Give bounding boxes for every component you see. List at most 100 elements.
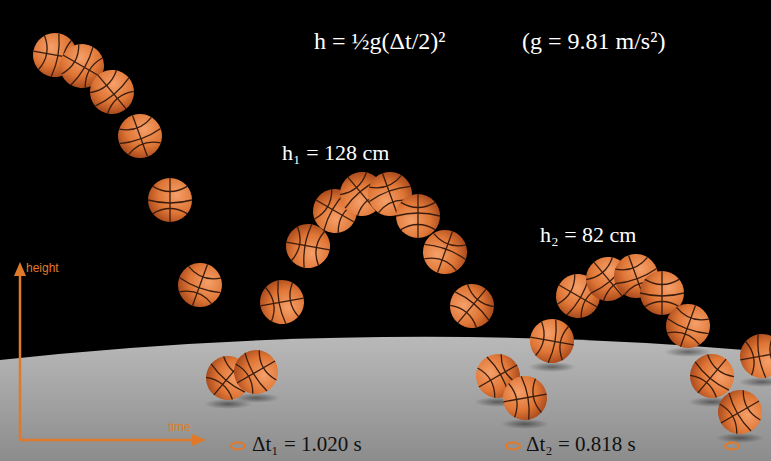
- ball-seam: [509, 383, 520, 418]
- basketball: [172, 257, 228, 313]
- ball-seam: [90, 71, 120, 97]
- ball-body: [396, 194, 440, 238]
- axis-label: height: [26, 262, 59, 276]
- ball-seam: [667, 328, 701, 345]
- ball-body: [660, 298, 716, 354]
- ball-seam: [382, 173, 397, 214]
- ball-seam: [640, 293, 684, 296]
- ball-seam: [586, 258, 616, 284]
- ball-seam: [119, 128, 161, 146]
- ball-body: [172, 257, 228, 313]
- ball-seam: [558, 274, 580, 306]
- interval-label: Δt₂ = 0.818 s: [526, 432, 636, 456]
- ball-seam: [369, 175, 403, 192]
- ball-seam: [530, 337, 573, 345]
- ball-seam: [690, 371, 720, 397]
- ball-seam: [63, 55, 101, 77]
- basketball: [737, 331, 771, 382]
- ball-body: [112, 108, 168, 164]
- ball-seam: [266, 287, 277, 322]
- ball-seam: [478, 365, 500, 397]
- ball-body: [527, 316, 578, 367]
- basketball: [396, 194, 440, 238]
- ball-body: [81, 61, 143, 123]
- ball-seam: [464, 285, 494, 311]
- ball-seam: [536, 322, 547, 357]
- ball-seam: [187, 266, 221, 283]
- arrow-head: [192, 434, 206, 446]
- basketball: [81, 61, 143, 123]
- ball-seam: [721, 401, 759, 423]
- basketball: [660, 298, 716, 354]
- ball-seam: [206, 373, 236, 399]
- height-label: h₁ = 128 cm: [282, 140, 389, 165]
- ball-seam: [739, 390, 761, 422]
- bounce-marker: [231, 443, 245, 450]
- ball-seam: [424, 242, 466, 260]
- ball-body: [710, 382, 770, 442]
- ball-seam: [417, 194, 418, 238]
- ball-body: [148, 178, 192, 222]
- ball-body: [500, 373, 551, 424]
- axis-label: time: [168, 421, 191, 435]
- basketball: [527, 316, 578, 367]
- ball-seam: [313, 231, 324, 266]
- ball-seam: [680, 305, 695, 346]
- ball-seam: [450, 301, 480, 327]
- ball-seam: [437, 231, 452, 272]
- ball-seam: [292, 227, 303, 262]
- ball-seam: [153, 186, 187, 191]
- ball-seam: [645, 279, 679, 284]
- ball-seam: [645, 301, 679, 306]
- ball-seam: [62, 44, 84, 76]
- ball-seam: [424, 254, 458, 271]
- basketball: [112, 108, 168, 164]
- ball-seam: [503, 394, 546, 402]
- ball-seam: [192, 264, 207, 305]
- ball-seam: [396, 213, 440, 216]
- time-axis: [20, 439, 196, 442]
- arrow-head: [14, 262, 26, 276]
- ball-seam: [301, 224, 312, 268]
- ball-seam: [236, 361, 258, 393]
- ball-seam: [740, 352, 771, 360]
- floor: [0, 337, 771, 461]
- ball-seam: [340, 173, 370, 199]
- ball-seam: [661, 271, 662, 315]
- ball-seam: [755, 334, 766, 378]
- formula: h = ½g(Δt/2)²: [314, 28, 445, 56]
- ball-body: [737, 331, 771, 382]
- ball-seam: [675, 307, 709, 324]
- ball-seam: [704, 355, 734, 381]
- basketball: [226, 342, 286, 402]
- ball-body: [417, 224, 473, 280]
- ball-shadow: [716, 433, 764, 443]
- ball-seam: [530, 379, 541, 414]
- ball-seam: [548, 319, 559, 363]
- ball-seam: [260, 298, 303, 306]
- ball-seam: [119, 117, 153, 134]
- ball-seam: [521, 376, 532, 420]
- basketball: [417, 224, 473, 280]
- ball-seam: [255, 350, 277, 382]
- ball-seam: [104, 87, 134, 113]
- ball-seam: [767, 337, 771, 372]
- height-label: h₂ = 82 cm: [540, 222, 636, 247]
- ball-seam: [401, 224, 435, 229]
- ball-seam: [615, 257, 649, 274]
- ball-seam: [401, 202, 435, 207]
- bounce-marker: [506, 443, 520, 450]
- basketball: [257, 277, 308, 328]
- ball-shadow: [528, 362, 576, 372]
- ball-seam: [287, 283, 298, 318]
- ball-seam: [432, 233, 466, 250]
- ball-body: [441, 275, 503, 337]
- ball-seam: [178, 277, 220, 295]
- axes: [14, 262, 206, 446]
- basketball: [148, 178, 192, 222]
- ball-seam: [557, 326, 568, 361]
- ball-body: [257, 277, 308, 328]
- constant-note: (g = 9.81 m/s²): [522, 28, 665, 56]
- basketball: [441, 275, 503, 337]
